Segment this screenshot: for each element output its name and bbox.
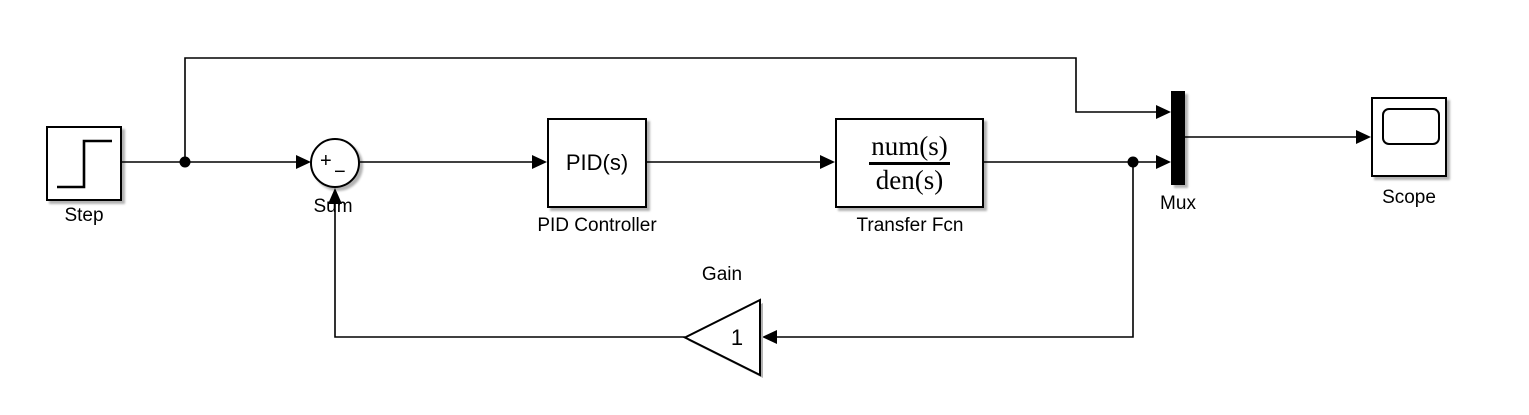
scope-screen-icon bbox=[1382, 108, 1440, 145]
transfer-fcn-denominator: den(s) bbox=[875, 164, 944, 195]
sum-block-label: Sum bbox=[313, 196, 353, 217]
scope-block-label: Scope bbox=[1382, 187, 1436, 208]
transfer-fcn-fraction: num(s) den(s) bbox=[869, 132, 950, 194]
sum-minus-sign: − bbox=[334, 161, 346, 183]
transfer-fcn-block[interactable]: num(s) den(s) bbox=[835, 118, 984, 208]
arrowhead bbox=[532, 155, 547, 169]
wire-sum-to-pid[interactable] bbox=[360, 155, 547, 169]
gain-block-label: Gain bbox=[701, 264, 743, 285]
mux-block[interactable] bbox=[1171, 91, 1185, 185]
wire-step-branch-to-mux[interactable] bbox=[184, 57, 1171, 162]
gain-triangle bbox=[682, 298, 761, 377]
pid-controller-block-label: PID Controller bbox=[537, 215, 657, 236]
transfer-fcn-block-label: Transfer Fcn bbox=[856, 215, 964, 236]
arrowhead bbox=[1356, 130, 1371, 144]
fraction-bar bbox=[869, 162, 950, 165]
wire-mux-to-scope[interactable] bbox=[1185, 130, 1371, 144]
gain-value: 1 bbox=[731, 325, 743, 350]
arrowhead bbox=[328, 188, 342, 204]
arrowhead bbox=[820, 155, 835, 169]
step-signal-icon bbox=[57, 139, 112, 189]
pid-controller-block[interactable]: PID(s) bbox=[547, 118, 647, 208]
arrowhead bbox=[1156, 105, 1171, 119]
scope-block[interactable] bbox=[1371, 97, 1447, 177]
wire-gain-to-sum[interactable] bbox=[328, 188, 685, 338]
gain-block[interactable]: 1 bbox=[682, 298, 763, 378]
step-block[interactable] bbox=[46, 126, 122, 201]
transfer-fcn-numerator: num(s) bbox=[871, 130, 948, 161]
arrowhead bbox=[1156, 155, 1171, 169]
arrowhead bbox=[762, 330, 777, 344]
step-block-label: Step bbox=[64, 205, 104, 226]
wire-branch-to-gain[interactable] bbox=[762, 162, 1134, 344]
wire-step-to-sum[interactable] bbox=[122, 155, 311, 169]
pid-display-text: PID(s) bbox=[565, 150, 629, 175]
wire-pid-to-transfer-fcn[interactable] bbox=[647, 155, 835, 169]
mux-block-label: Mux bbox=[1160, 193, 1196, 214]
sum-block[interactable]: + − bbox=[310, 138, 360, 188]
wire-transfer-fcn-to-mux[interactable] bbox=[984, 155, 1171, 169]
arrowhead bbox=[296, 155, 311, 169]
sum-plus-sign: + bbox=[320, 150, 332, 172]
